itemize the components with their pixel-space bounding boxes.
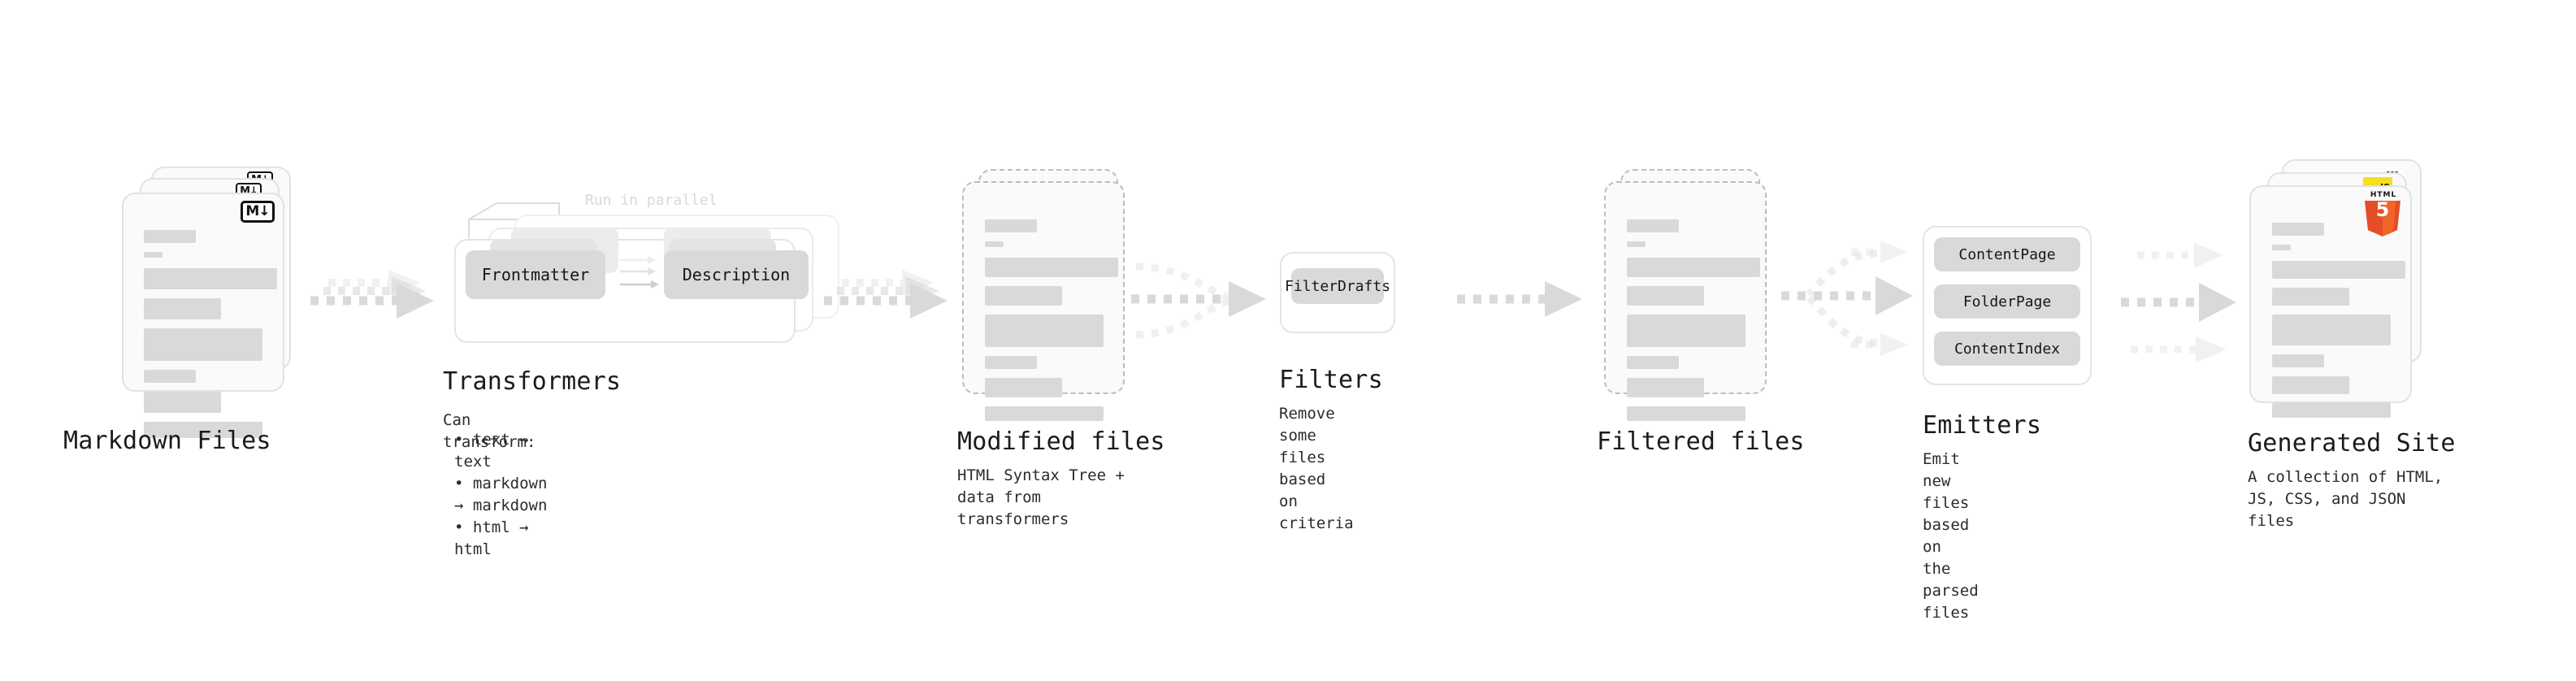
generated-site-subtitle: A collection of HTML, JS, CSS, and JSON … <box>2248 468 2444 530</box>
arrow-modified-to-filters <box>1131 262 1266 339</box>
content-line <box>144 268 277 289</box>
content-line <box>2272 261 2405 279</box>
site-card-stack: CSS JS HTML 5 <box>2249 159 2444 419</box>
transformer-pill-frontmatter[interactable]: Frontmatter <box>466 250 605 299</box>
stage-markdown-files: M↓ M↓ M↓ Markdown Files <box>63 167 301 455</box>
emitter-pill-contentindex[interactable]: ContentIndex <box>1934 332 2080 366</box>
stage-title-modified-files: Modified files <box>957 427 1165 456</box>
arrow-transformers-to-modified <box>824 270 948 319</box>
modified-files-subtitle: HTML Syntax Tree + data from transformer… <box>957 466 1125 528</box>
content-line <box>985 406 1104 421</box>
stage-title-generated-site: Generated Site <box>2248 429 2456 458</box>
content-line <box>2272 288 2349 306</box>
filtered-content-lines <box>1627 219 1781 430</box>
content-line <box>144 230 196 243</box>
content-line <box>2272 354 2324 367</box>
html5-icon-shield <box>2365 201 2400 236</box>
content-line <box>144 328 262 361</box>
markdown-content-lines <box>144 230 301 447</box>
stage-modified-files: Modified files HTML Syntax Tree + data f… <box>957 169 1164 528</box>
stage-title-markdown-files: Markdown Files <box>63 427 271 455</box>
run-in-parallel-bracket <box>468 202 560 249</box>
list-item: • html → html <box>454 518 529 558</box>
emitter-pill-folderpage[interactable]: FolderPage <box>1934 284 2080 319</box>
content-line <box>1627 286 1704 306</box>
html5-icon-number: 5 <box>2375 198 2390 221</box>
content-line <box>144 252 163 258</box>
transformer-pill-description[interactable]: Description <box>664 250 809 299</box>
filters-subtitle: Remove some files based on criteria <box>1279 405 1354 532</box>
content-line <box>144 422 262 438</box>
html5-icon-caption: HTML <box>2370 191 2397 199</box>
list-item: • text → text <box>454 431 529 471</box>
content-line <box>985 378 1062 397</box>
content-line <box>985 314 1104 347</box>
modified-card-stack <box>961 169 1139 429</box>
emitters-subtitle: Emit new files based on the parsed files <box>1923 450 1979 622</box>
content-line <box>985 241 1004 247</box>
content-line <box>1627 219 1679 232</box>
content-line <box>985 356 1037 369</box>
arrow-markdown-to-transformers <box>310 270 434 319</box>
content-line <box>144 392 221 413</box>
content-line <box>985 286 1062 306</box>
content-line <box>1627 258 1760 277</box>
content-line <box>1627 356 1679 369</box>
content-line <box>985 258 1118 277</box>
stage-title-filtered-files: Filtered files <box>1597 427 1805 456</box>
content-line <box>144 298 221 319</box>
content-line <box>144 370 196 383</box>
content-line <box>2272 376 2349 394</box>
stage-title-transformers: Transformers <box>443 367 622 396</box>
stage-filtered-files: Filtered files <box>1597 169 1804 456</box>
content-line <box>2272 403 2391 418</box>
stage-title-emitters: Emitters <box>1923 411 2042 440</box>
list-item: • markdown → markdown <box>454 474 548 514</box>
filtered-card-stack <box>1602 169 1781 429</box>
stage-title-filters: Filters <box>1279 366 1383 394</box>
content-line <box>1627 378 1704 397</box>
content-line <box>1627 241 1646 247</box>
content-line <box>1627 406 1746 421</box>
arrow-emitters-to-site <box>2121 242 2236 362</box>
content-line <box>2272 245 2291 250</box>
stage-generated-site: CSS JS HTML 5 Generated Site A collecti <box>2248 159 2455 530</box>
markdown-card-stack: M↓ M↓ M↓ <box>122 167 301 438</box>
arrow-filters-to-filtered <box>1457 281 1582 317</box>
run-in-parallel-label: Run in parallel <box>585 192 718 209</box>
site-content-lines <box>2272 223 2444 427</box>
content-line <box>1627 314 1746 347</box>
content-line <box>985 219 1037 232</box>
filter-pill-filterdrafts[interactable]: FilterDrafts <box>1285 268 1390 304</box>
arrow-filtered-to-emitters <box>1781 241 1913 356</box>
transformer-inner-arrows <box>620 256 659 288</box>
modified-content-lines <box>985 219 1139 430</box>
emitter-pill-contentpage[interactable]: ContentPage <box>1934 237 2080 271</box>
content-line <box>2272 223 2324 236</box>
transformers-subtitle: Can transform: <box>443 411 536 451</box>
markdown-icon: M↓ <box>241 201 275 223</box>
transformers-capabilities-list: • text → text • markdown → markdown • ht… <box>454 429 547 561</box>
content-line <box>2272 314 2391 345</box>
html5-icon: HTML 5 <box>2365 192 2402 236</box>
